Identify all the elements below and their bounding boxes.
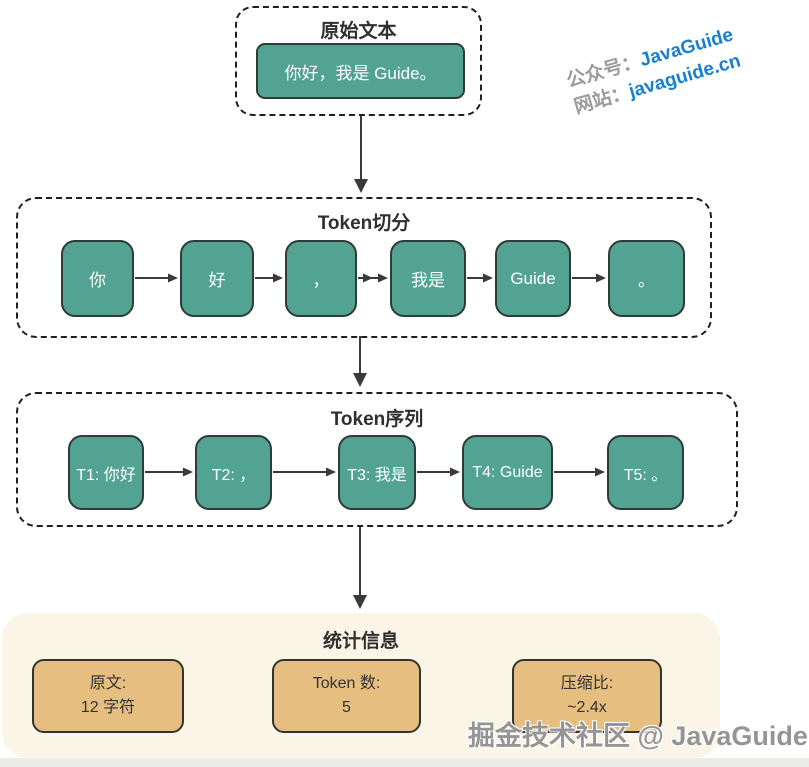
section-original-text: 原始文本 [235,6,482,116]
token-box: ， [285,240,357,317]
token-box: T2: ， [195,435,272,510]
token-label: T1: 你好 [76,466,136,484]
bottom-edge-strip [0,758,809,767]
token-label: ， [312,271,330,290]
stat-value: ~2.4x [567,699,607,716]
token-box: T4: Guide [462,435,553,510]
token-box: 你 [61,240,134,317]
token-label: T2: ， [211,466,256,484]
stat-value: 12 字符 [80,699,136,716]
stat-label: 原文: [89,675,127,692]
section-token-split: Token切分 [16,197,712,338]
watermark-bottom: 掘金技术社区 @ JavaGuide [468,721,808,751]
token-box: T5: 。 [607,435,684,510]
token-label: T5: 。 [623,466,668,484]
token-box: Guide [495,240,571,317]
section-split-title: Token切分 [317,213,411,234]
section-stats-title: 统计信息 [322,631,399,652]
stat-box-original-length: 原文: 12 字符 [32,659,184,733]
stat-box-token-count: Token 数: 5 [272,659,421,733]
token-label: 你 [89,271,106,290]
section-sequence-title: Token序列 [330,409,424,430]
stat-label: Token 数: [312,675,381,692]
section-token-sequence: Token序列 [16,392,738,527]
stat-label: 压缩比: [560,675,614,692]
token-label: T4: Guide [472,463,543,481]
token-label: Guide [510,268,556,288]
token-box: 。 [608,240,685,317]
section-original-title: 原始文本 [320,21,397,42]
stat-value: 5 [342,699,351,716]
stat-box-compression-ratio: 压缩比: ~2.4x [512,659,662,733]
token-label: T3: 我是 [347,466,407,484]
token-label: 我是 [411,271,445,290]
token-label: 好 [208,271,226,290]
section-statistics: 统计信息 原文: 12 字符 Token 数: 5 压缩比: ~2.4x [2,613,720,758]
token-box: 我是 [390,240,466,317]
token-box: 好 [180,240,254,317]
original-text-box: 你好，我是 Guide。 [256,43,465,99]
original-text: 你好，我是 Guide。 [284,63,437,83]
token-box: T1: 你好 [68,435,144,510]
token-label: 。 [638,271,655,290]
token-box: T3: 我是 [338,435,416,510]
